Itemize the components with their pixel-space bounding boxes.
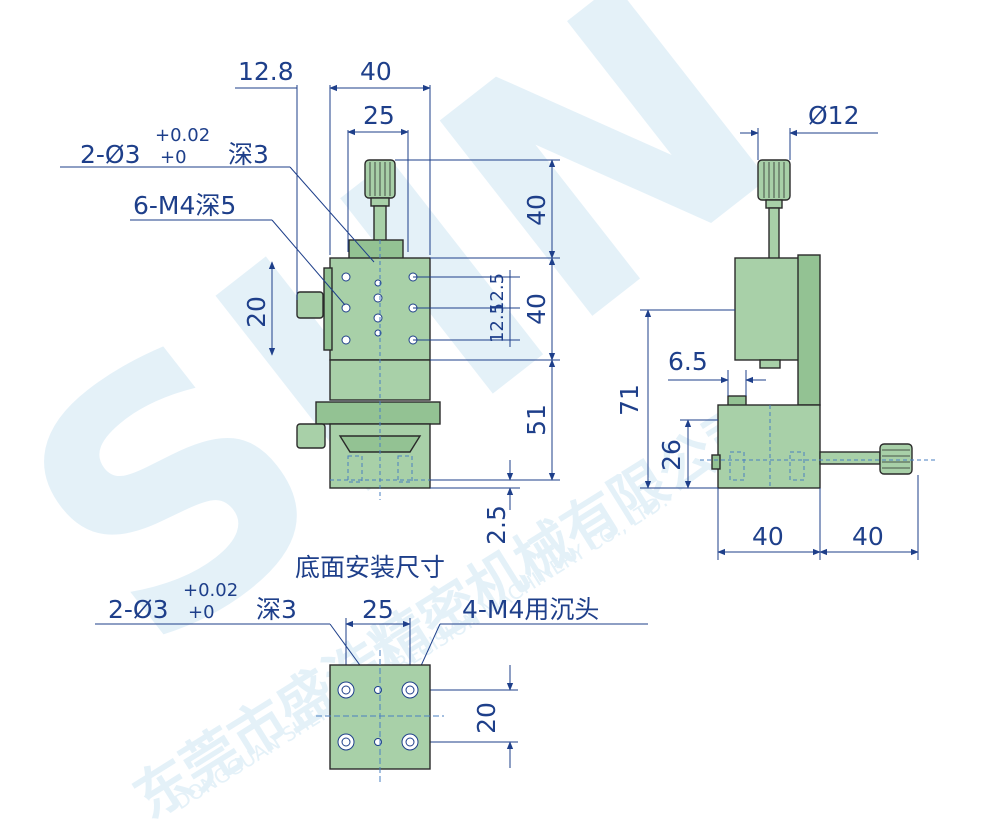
side-right-shaft [819, 451, 881, 465]
counterbore-hole-inner [405, 685, 415, 695]
tap-hole [341, 272, 351, 282]
side-hidden-lines [700, 405, 935, 488]
counterbore-hole-inner [341, 737, 351, 747]
top-screw-shaft [373, 205, 387, 245]
front-view [296, 159, 441, 500]
dim-12-5-b: 12.5 [487, 303, 508, 343]
side-right-knurl [882, 449, 910, 469]
bottom-dim-20: 20 [472, 702, 501, 734]
side-shaft [768, 207, 780, 261]
counterbore-hole-inner [341, 685, 351, 695]
side-knob-knurl [763, 162, 785, 198]
hole-note-depth: 深3 [228, 140, 269, 169]
bottom-view [316, 650, 444, 782]
tap-hole [341, 303, 351, 313]
side-dim-lines [640, 128, 919, 560]
hole-note-tol-lower: +0 [160, 147, 187, 168]
lower-stage-base [329, 423, 431, 489]
dim-40-knob: 40 [522, 194, 551, 226]
dim-26: 26 [657, 439, 686, 471]
front-dim-lines [60, 84, 560, 510]
bottom-view-title: 底面安装尺寸 [295, 553, 445, 582]
side-view [700, 159, 935, 489]
hidden-lines [330, 240, 430, 500]
bottom-hole-note-prefix: 2-Ø3 [108, 595, 169, 624]
dim-6-5: 6.5 [668, 347, 708, 376]
dim-40-top: 40 [360, 57, 392, 86]
tap-hole [341, 335, 351, 345]
dim-51: 51 [522, 404, 551, 436]
tap-note: 6-M4深5 [133, 191, 236, 220]
hole-note-tol-upper: +0.02 [155, 125, 210, 146]
dim-25-top: 25 [363, 101, 395, 130]
dim-12-8: 12.8 [238, 57, 294, 86]
bottom-hole-note-tol-upper: +0.02 [183, 580, 238, 601]
bottom-hole-note-tol-lower: +0 [188, 602, 215, 623]
side-upper-table [734, 257, 802, 361]
hole-note-prefix: 2-Ø3 [80, 140, 141, 169]
dim-40-b: 40 [852, 522, 884, 551]
side-collar [765, 199, 783, 209]
top-knob-collar [370, 197, 390, 207]
dim-40-a: 40 [752, 522, 784, 551]
counterbore-hole-inner [405, 737, 415, 747]
counterbore-note: 4-M4用沉头 [462, 595, 599, 624]
center-hole [373, 293, 383, 303]
top-knob-knurl [369, 162, 391, 196]
center-hole [373, 313, 383, 323]
side-nut [759, 359, 781, 369]
dim-2-5: 2.5 [482, 505, 511, 545]
dim-dia-12: Ø12 [808, 101, 860, 130]
dim-12-5-a: 12.5 [487, 273, 508, 313]
upper-stage-side [323, 267, 333, 351]
dim-40-right: 40 [522, 293, 551, 325]
lower-left-knob [296, 423, 326, 449]
left-knob [296, 291, 324, 319]
side-right-knob [879, 443, 913, 475]
bottom-dim-25: 25 [362, 595, 394, 624]
bottom-hole-note-depth: 深3 [256, 595, 297, 624]
dim-20-left: 20 [242, 296, 271, 328]
side-bracket [797, 254, 821, 406]
side-left-screw [711, 454, 721, 470]
dim-71: 71 [615, 384, 644, 416]
bottom-center-lines [316, 650, 444, 782]
lower-flange [315, 401, 441, 425]
side-lower-stage [717, 404, 821, 489]
